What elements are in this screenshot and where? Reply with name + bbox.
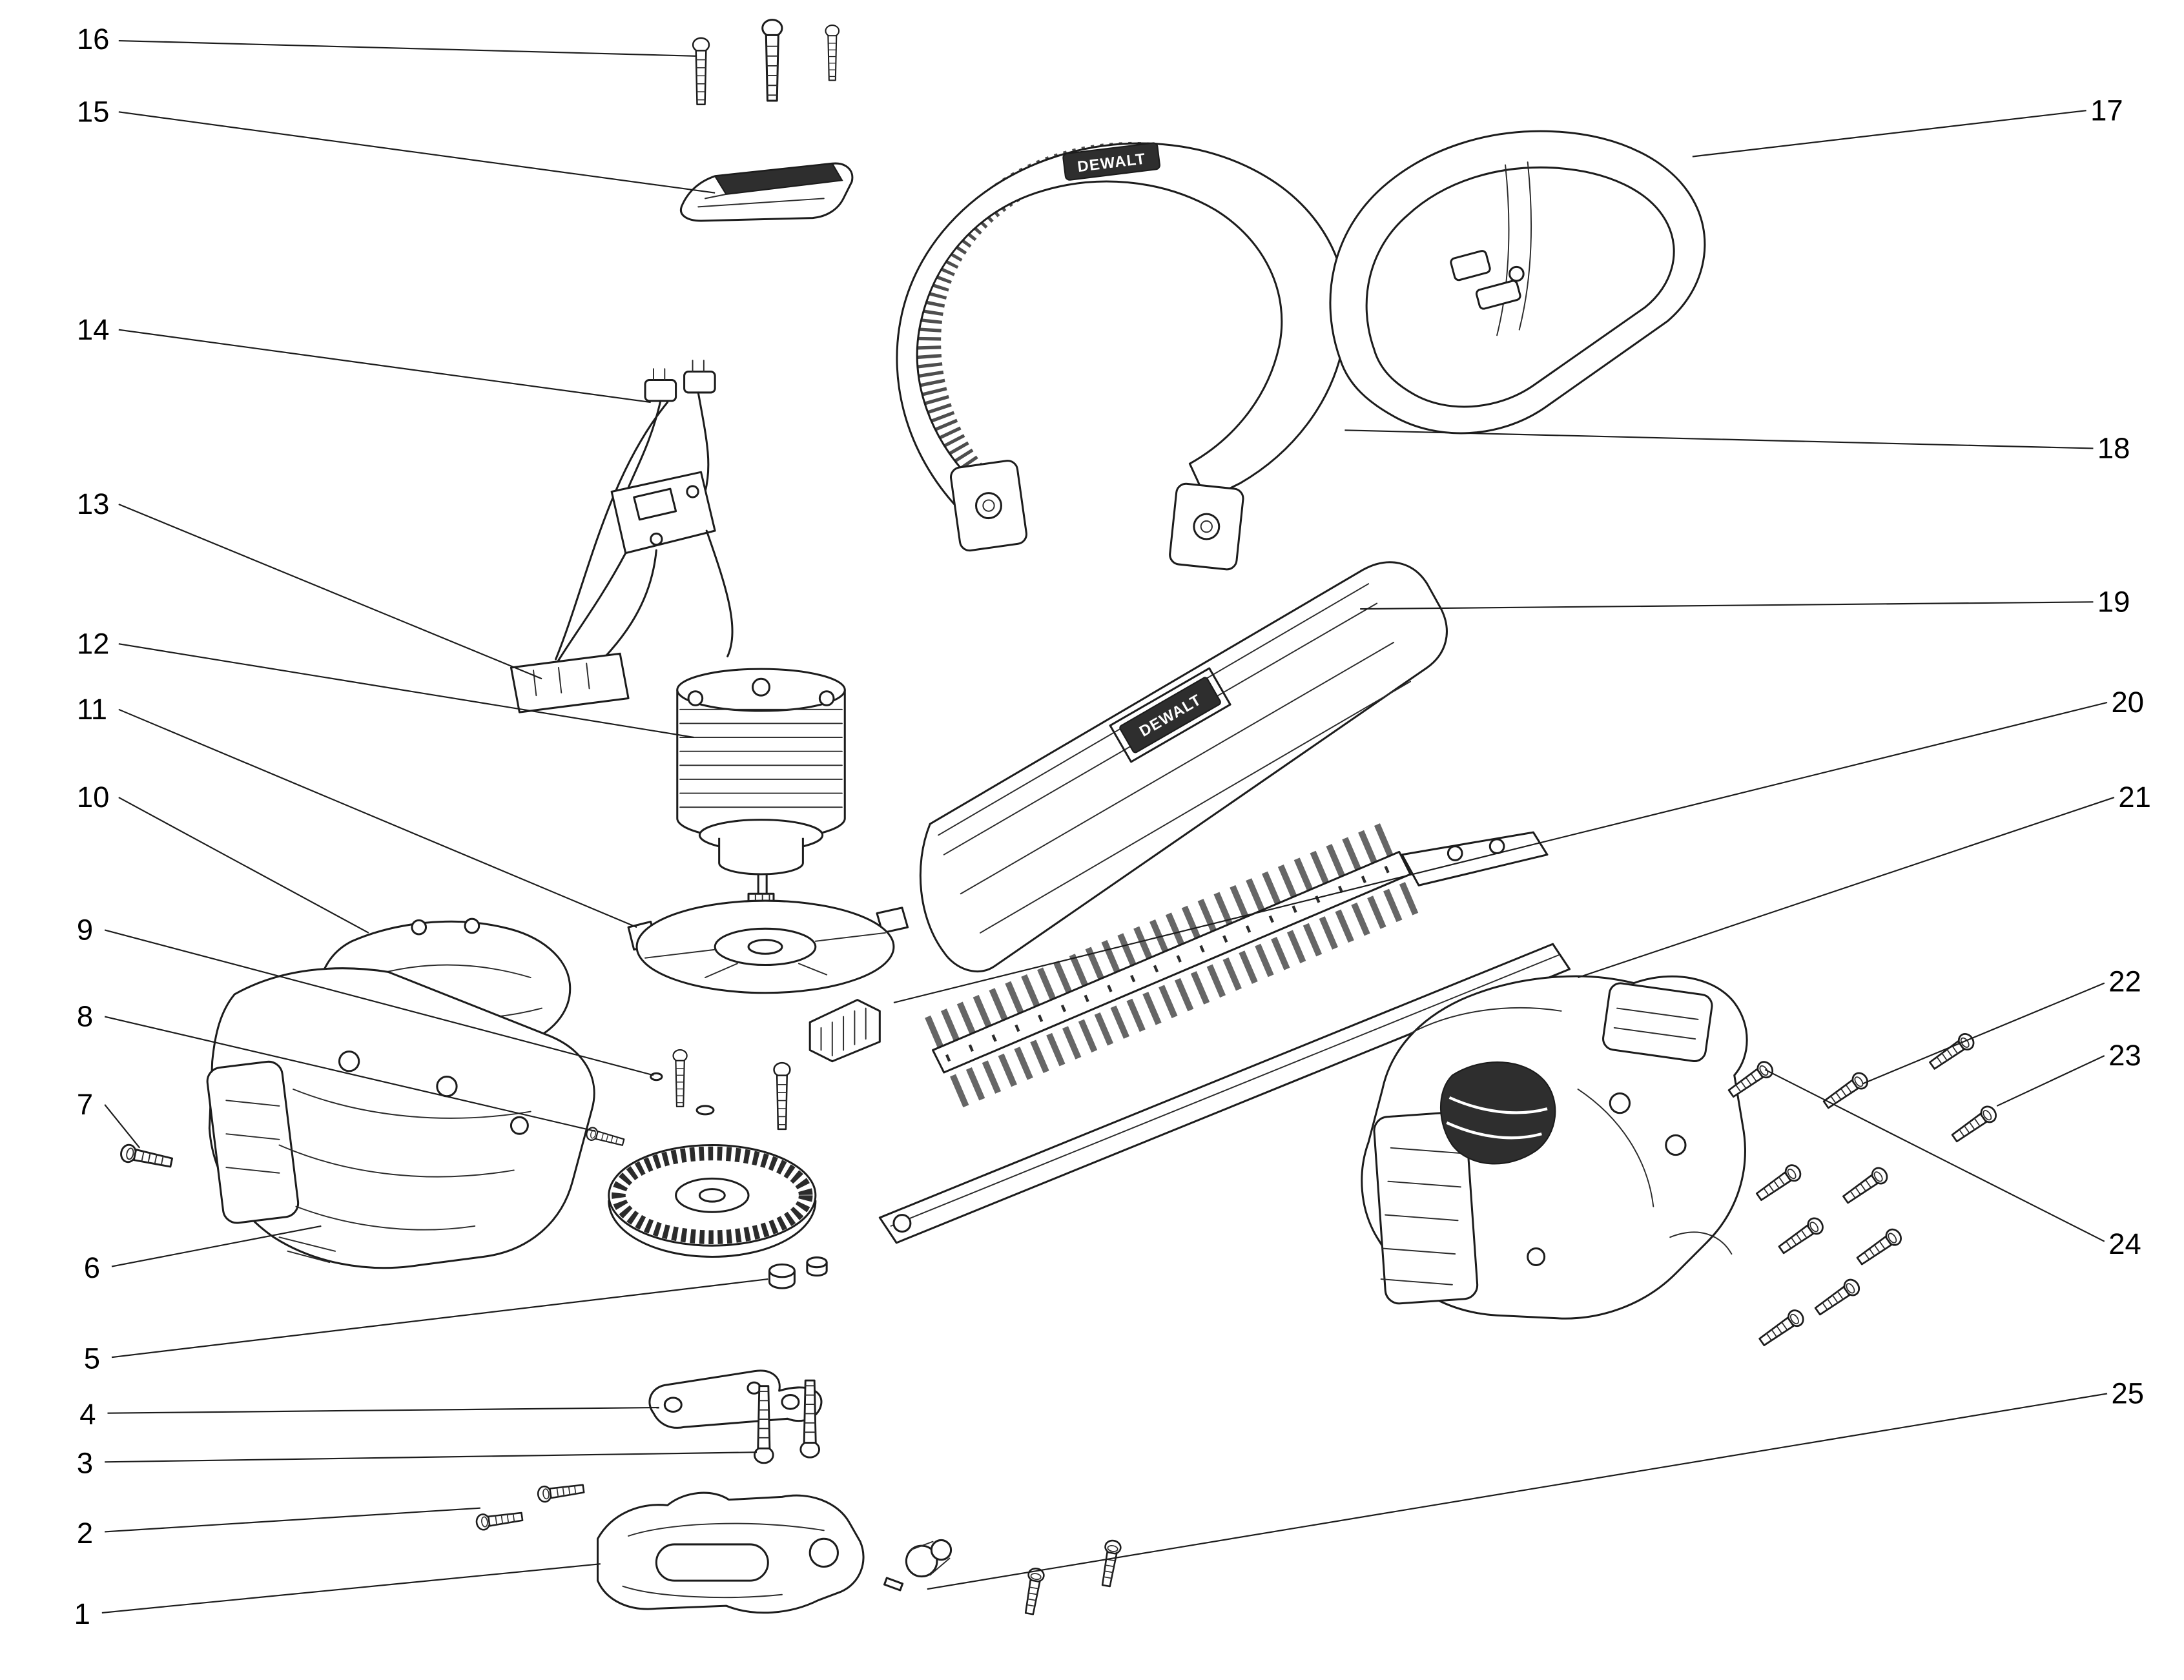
- callout-13: 13: [77, 487, 542, 680]
- callout-21-label: 21: [2118, 781, 2151, 814]
- callout-15: 15: [77, 95, 716, 194]
- callout-22: 22: [1862, 965, 2141, 1085]
- callout-5-label: 5: [84, 1342, 100, 1375]
- callout-10-label: 10: [77, 781, 110, 814]
- part-spacer-block: [809, 999, 881, 1063]
- callout-9-label: 9: [77, 914, 93, 947]
- callout-19: 19: [1360, 585, 2130, 618]
- callout-24: 24: [1764, 1069, 2141, 1260]
- part-front-handle: DEWALT: [896, 141, 1348, 571]
- callout-3: 3: [77, 1447, 757, 1480]
- callout-2: 2: [77, 1507, 480, 1550]
- part-base-guard: [596, 1491, 865, 1614]
- callout-10: 10: [77, 781, 369, 934]
- callout-13-label: 13: [77, 487, 110, 520]
- part-fan-baffle: [627, 899, 909, 1131]
- part-switch-harness: [510, 391, 734, 713]
- part-bushing: [768, 1256, 828, 1289]
- callout-3-label: 3: [77, 1447, 93, 1480]
- callout-4: 4: [79, 1398, 659, 1431]
- part-base-screws: [475, 1480, 586, 1531]
- callout-21: 21: [1578, 781, 2151, 979]
- callout-2-label: 2: [77, 1517, 93, 1550]
- callout-17: 17: [1692, 94, 2123, 158]
- callout-11-label: 11: [77, 693, 107, 726]
- handle-brand-badge: DEWALT: [1062, 142, 1160, 181]
- part-gear: [608, 1143, 817, 1258]
- callout-7: 7: [77, 1088, 141, 1149]
- part-screw-left: [118, 1142, 174, 1173]
- callout-8: 8: [77, 1000, 595, 1132]
- part-small-hardware: [883, 1538, 1123, 1616]
- callout-14-label: 14: [77, 313, 110, 346]
- callout-4-label: 4: [79, 1398, 96, 1431]
- callout-22-label: 22: [2108, 965, 2141, 998]
- callout-5: 5: [84, 1278, 768, 1375]
- callout-19-label: 19: [2097, 585, 2130, 618]
- callout-8-label: 8: [77, 1000, 93, 1033]
- callout-20-label: 20: [2112, 686, 2145, 719]
- callout-12: 12: [77, 627, 694, 739]
- callout-1: 1: [74, 1563, 601, 1630]
- callout-6: 6: [84, 1225, 322, 1284]
- part-motor: [676, 668, 846, 926]
- callout-23-label: 23: [2108, 1039, 2141, 1072]
- callout-9: 9: [77, 914, 654, 1076]
- callout-17-label: 17: [2090, 94, 2123, 127]
- callout-25-label: 25: [2112, 1377, 2145, 1410]
- callout-25: 25: [927, 1377, 2144, 1590]
- callout-15-label: 15: [77, 95, 110, 128]
- callout-24-label: 24: [2108, 1227, 2141, 1260]
- part-blade-link: [648, 1369, 823, 1429]
- part-rear-handle: [1329, 130, 1706, 435]
- callout-20: 20: [893, 686, 2145, 1003]
- callout-6-label: 6: [84, 1251, 100, 1284]
- callout-23: 23: [1996, 1039, 2141, 1107]
- part-right-housing: [1361, 975, 1748, 1320]
- callout-16-label: 16: [77, 23, 110, 56]
- part-motor-cover: [679, 162, 854, 222]
- part-left-housing: [206, 967, 595, 1269]
- part-blade-guard: DEWALT: [919, 561, 1448, 973]
- part-blade-assembly: [878, 819, 1571, 1244]
- callout-1-label: 1: [74, 1597, 90, 1630]
- callout-18-label: 18: [2097, 432, 2130, 465]
- part-connectors: [644, 360, 716, 402]
- callout-11: 11: [77, 693, 637, 928]
- callout-12-label: 12: [77, 627, 110, 660]
- callout-16: 16: [77, 23, 695, 57]
- callout-14: 14: [77, 313, 651, 404]
- callout-7-label: 7: [77, 1088, 93, 1121]
- callout-18: 18: [1344, 429, 2130, 465]
- part-top-screws: [692, 19, 840, 105]
- part-right-screws: [1726, 1030, 2000, 1350]
